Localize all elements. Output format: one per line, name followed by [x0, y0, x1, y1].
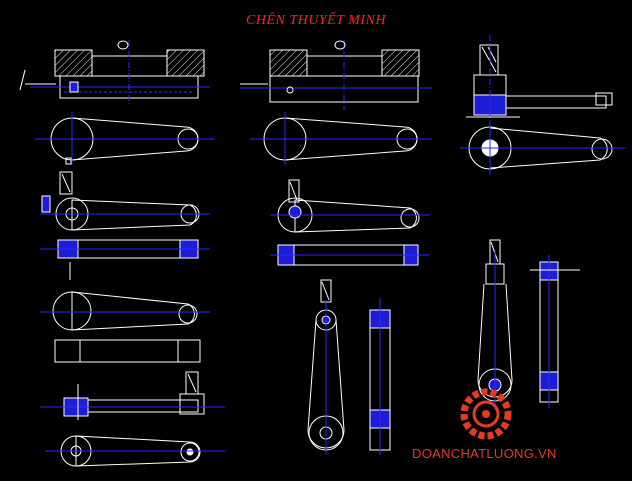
tool-holder-view — [466, 35, 613, 125]
vertical-lever-2 — [477, 239, 580, 410]
watermark-brand: DOANCHATLUONG.VN — [412, 446, 557, 461]
lever-plan-3 — [460, 120, 625, 175]
fixture-view-1 — [19, 40, 210, 105]
drilling-setup-1 — [40, 171, 210, 280]
drawing-title: CHÊN THUYẾT MINH — [246, 13, 386, 28]
fixture-view-2 — [240, 40, 432, 110]
vertical-lever-1 — [307, 279, 391, 455]
lever-plan-2 — [250, 112, 432, 165]
gear-logo — [460, 388, 512, 440]
lever-plan-4 — [40, 291, 210, 363]
lever-plan-1 — [35, 112, 215, 165]
drilling-setup-2 — [270, 179, 430, 266]
drilling-setup-3 — [40, 371, 225, 467]
